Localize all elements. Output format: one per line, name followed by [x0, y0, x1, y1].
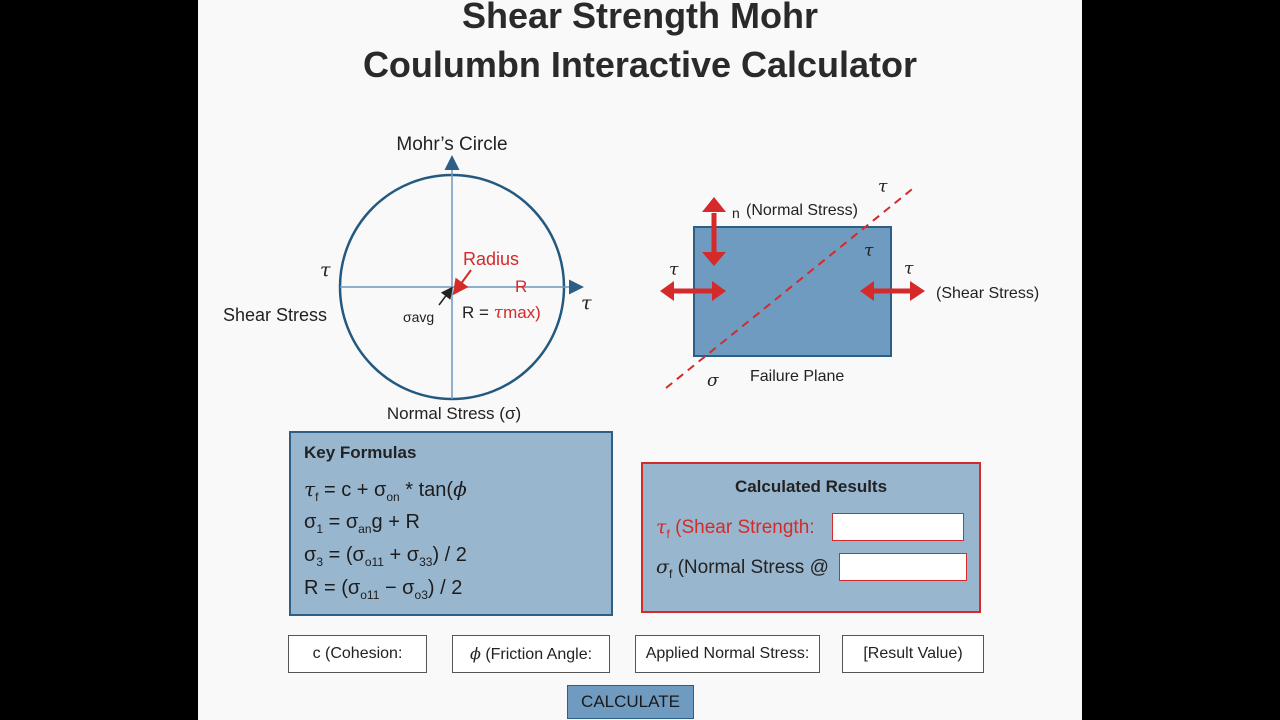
mohr-circle-diagram: Mohr’s Circle τ τ Shear Stress Normal St… [223, 134, 1039, 423]
result-value-field[interactable]: [Result Value) [842, 635, 984, 673]
calculate-button[interactable]: CALCULATE [567, 685, 694, 719]
applied-normal-stress-input-label: Applied Normal Stress: [645, 645, 810, 662]
normal-stress-arrow [702, 197, 726, 266]
formula-shear-strength: τf = c + σon * tan(ϕ [304, 477, 467, 504]
friction-angle-input-label: ϕ (Friction Angle: [469, 644, 593, 663]
shear-strength-result-label: τf (Shear Strength: [656, 516, 815, 541]
shear-strength-result-field[interactable] [832, 513, 964, 541]
r-equals-tau-max-label: R = τmax) [462, 303, 541, 323]
calculated-results-title: Calculated Results [734, 477, 888, 496]
mohr-circle-title: Mohr’s Circle [396, 134, 507, 155]
cohesion-input[interactable]: c (Cohesion: [288, 635, 427, 673]
tau-axis-label-left: τ [320, 259, 331, 281]
radius-label: Radius [463, 249, 519, 269]
failure-plane-label: Failure Plane [750, 368, 844, 385]
cohesion-input-label: c (Cohesion: [312, 645, 403, 662]
sigma-avg-arrow [438, 286, 453, 306]
calculated-results-panel: Calculated Results τf (Shear Strength: σ… [641, 462, 981, 613]
normal-stress-label: (Normal Stress) [746, 202, 858, 219]
radius-arrow [452, 269, 472, 296]
calculate-button-label: CALCULATE [581, 692, 680, 711]
friction-angle-input[interactable]: ϕ (Friction Angle: [452, 635, 610, 673]
normal-stress-result-label: σf (Normal Stress @ [656, 556, 829, 581]
tau-top-label: τ [878, 177, 888, 197]
normal-stress-axis-label: Normal Stress (σ) [387, 404, 521, 423]
calculator-page: Shear Strength Mohr Coulumbn Interactive… [198, 0, 1082, 720]
shear-stress-axis-label: Shear Stress [223, 305, 327, 325]
shear-arrow-right [860, 281, 925, 301]
page-title-line-1: Shear Strength Mohr [461, 0, 819, 36]
result-value-label: [Result Value) [863, 645, 963, 662]
key-formulas-title: Key Formulas [304, 443, 417, 462]
n-label: n [732, 205, 740, 221]
formula-radius: R = (σo11 − σo3) / 2 [304, 577, 463, 602]
key-formulas-panel: Key Formulas τf = c + σon * tan(ϕ σ1 = σ… [289, 431, 613, 616]
formula-sigma-3: σ3 = (σo11 + σ33) / 2 [304, 544, 467, 569]
tau-axis-label-right: τ [581, 292, 592, 314]
sigma-label: σ [707, 371, 719, 391]
applied-normal-stress-input[interactable]: Applied Normal Stress: [635, 635, 820, 673]
tau-plane-label: τ [864, 241, 874, 261]
normal-stress-result-field[interactable] [839, 553, 967, 581]
sigma-avg-label: σavg [403, 309, 434, 325]
tau-left-label: τ [669, 260, 679, 280]
formula-sigma-1: σ1 = σang + R [304, 511, 420, 536]
shear-arrow-left [660, 281, 726, 301]
page-title-line-2: Coulumbn Interactive Calculator [362, 44, 918, 85]
tau-right-label: τ [904, 259, 914, 279]
r-label: R [515, 277, 527, 296]
failure-plane-line [665, 185, 917, 389]
shear-stress-label: (Shear Stress) [936, 285, 1039, 302]
